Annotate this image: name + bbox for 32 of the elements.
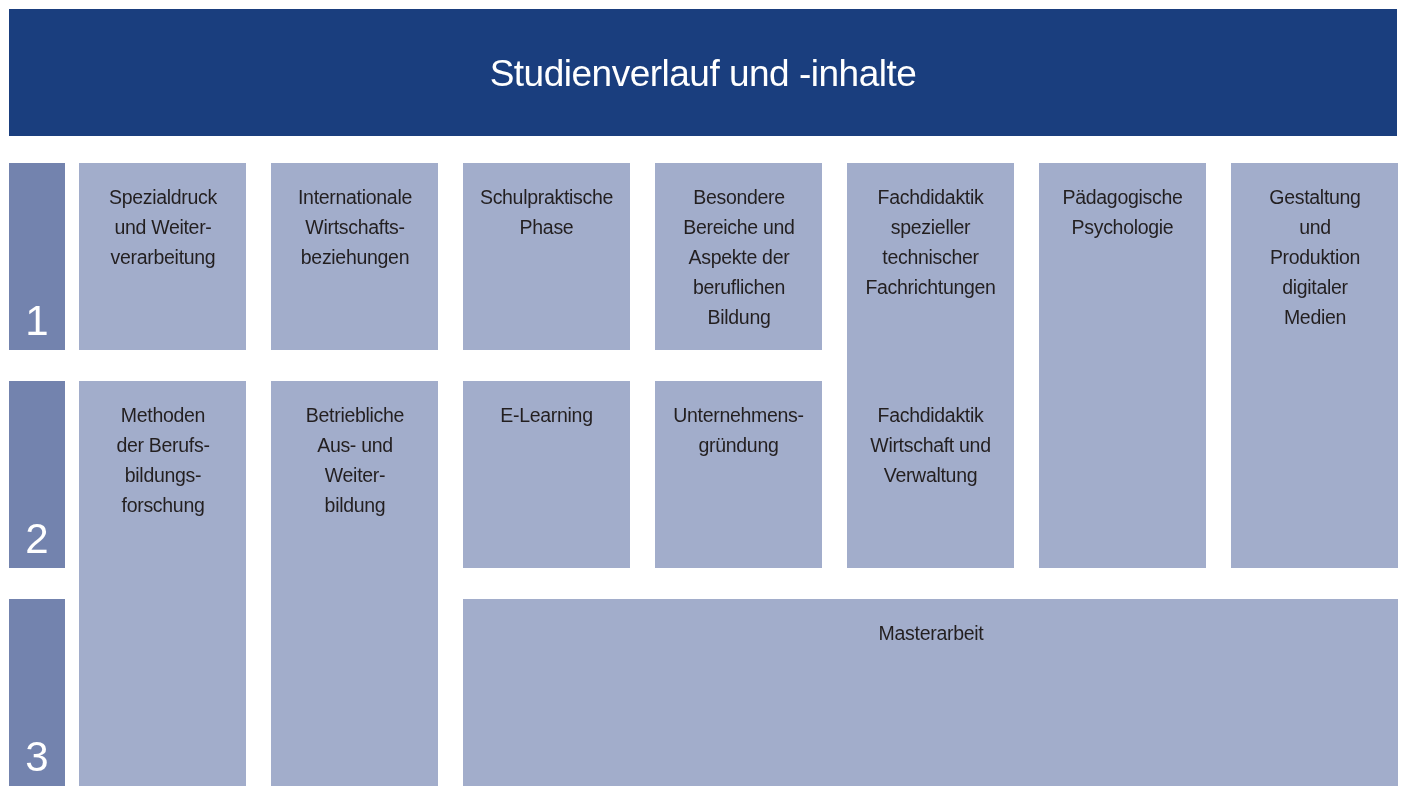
semester-bar [9,381,65,568]
module-title: Methoden der Berufs-bildungs-forschung [115,403,211,518]
module-box [655,381,822,568]
module-title: Spezialdruck und Weiter-verarbeitung [107,185,218,270]
module-box [463,163,630,350]
module-box [463,599,1398,786]
module-title: Schulpraktische Phase [478,185,615,240]
module-box [847,163,1014,568]
semester-bar [9,599,65,786]
module-title: Fachdidaktik spezieller technischer Fachrichtungen [864,185,997,300]
module-title: Gestaltung und Produktion digitaler Medien [1268,185,1362,330]
module-box [1039,163,1206,568]
module-box [271,163,438,350]
module-title: Unternehmens-gründung [672,403,805,458]
module-box [463,381,630,568]
module-box [1231,163,1398,568]
module-title: Internationale Wirtschafts-beziehungen [297,185,413,270]
module-box [79,381,246,786]
semester-number: 1 [25,298,49,344]
semester-bar [9,163,65,350]
module-title: Pädagogische Psychologie [1061,185,1184,240]
module-title: Fachdidaktik Wirtschaft und Verwaltung [869,403,992,488]
semester-number: 2 [25,516,49,562]
module-box [655,163,822,350]
semester-number: 3 [25,734,49,780]
title: Studienverlauf und -inhalte [489,51,917,96]
module-title: Besondere Bereiche und Aspekte der beruflichen Bildung [682,185,796,330]
module-title: E-Learning [500,403,593,428]
module-title: Betriebliche Aus- und Weiter-bildung [304,403,406,518]
module-box [271,381,438,786]
module-box [79,163,246,350]
module-title: Masterarbeit [878,621,984,646]
